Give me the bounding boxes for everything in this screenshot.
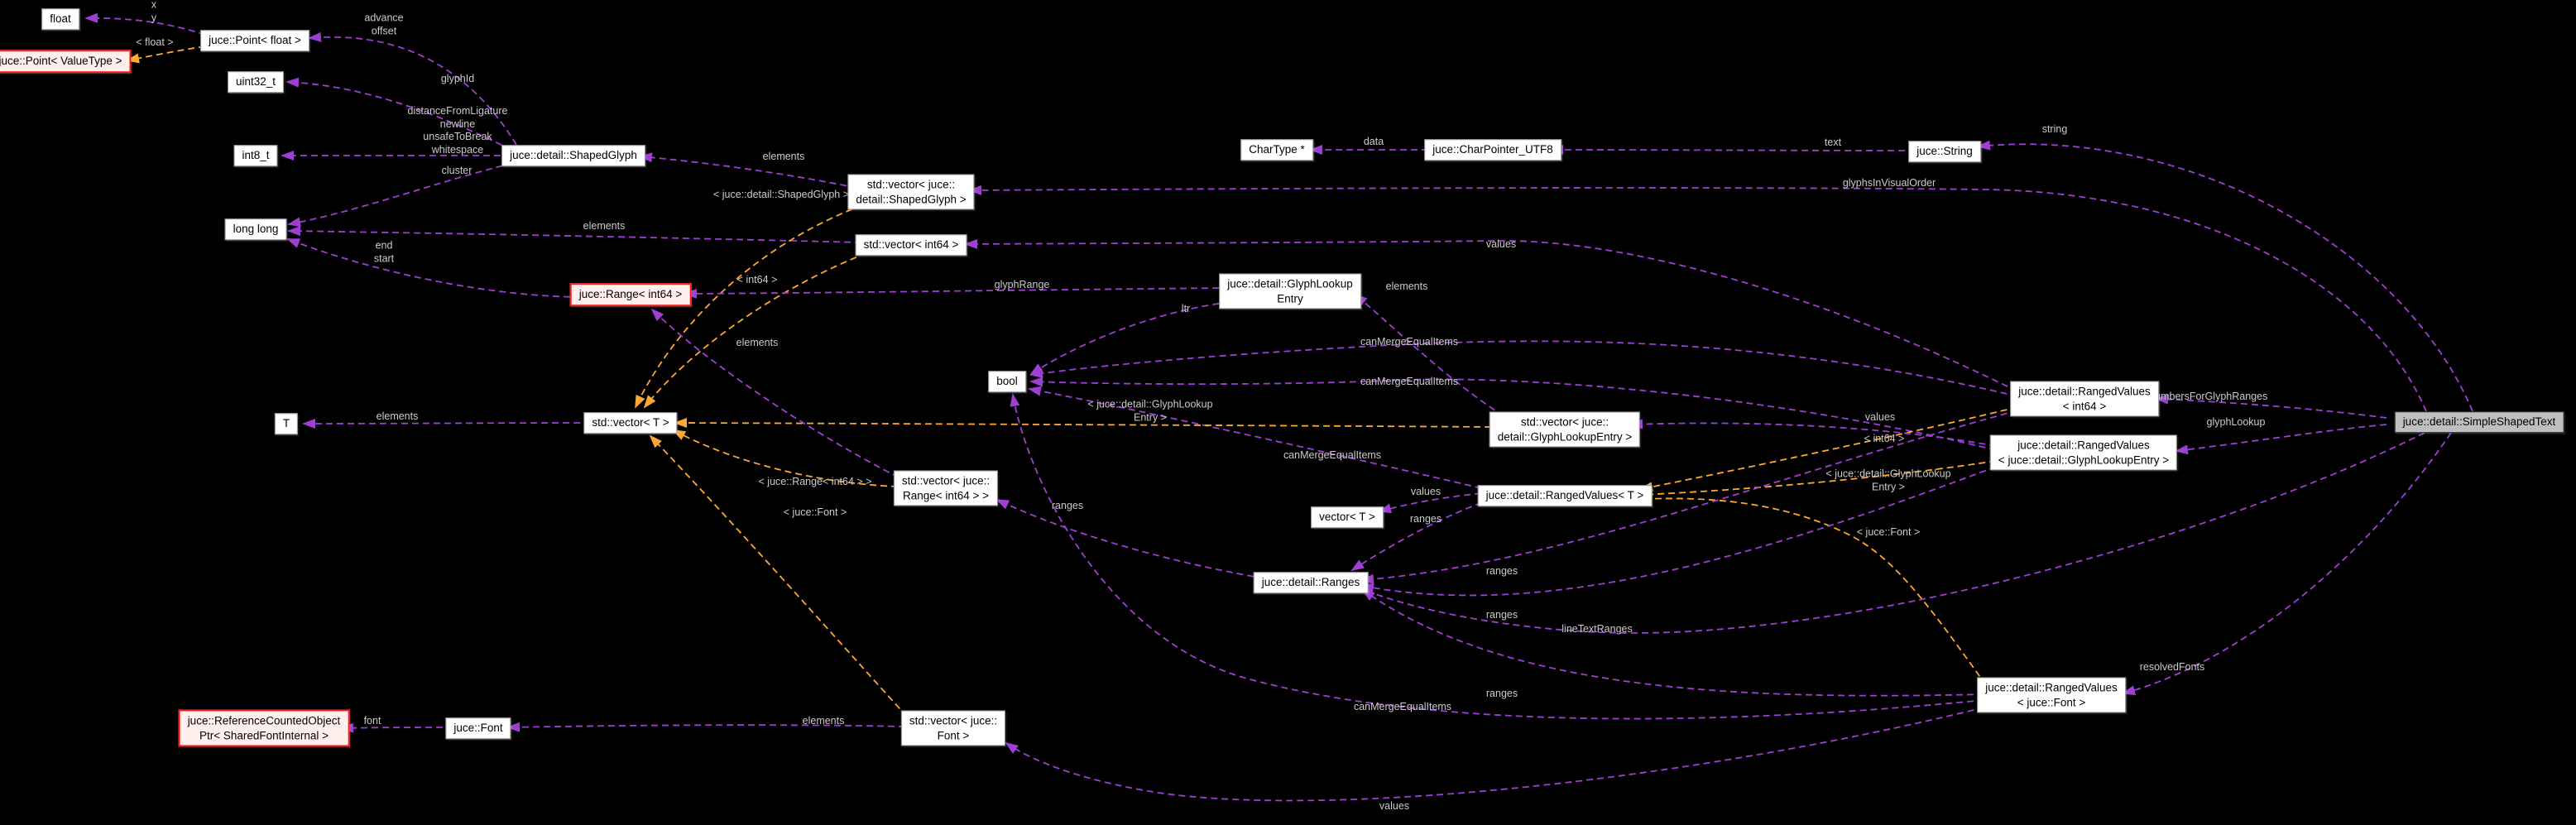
edge-string-to-charpointerutf8-text: [1550, 145, 1916, 156]
node-std-vector-t[interactable]: std::vector< T >: [583, 412, 678, 434]
edge-simpleshapedtext-to-string: [1977, 140, 2473, 412]
edge-rangeint64-to-longlong-end-start: [286, 238, 582, 298]
node-point-valuetype[interactable]: juce::Point< ValueType >: [0, 50, 132, 73]
edge-rangedvaluesint64-to-vectorint64-values: [964, 238, 2018, 392]
edge-glyphlookupentry-to-rangeint64-glyphrange: [684, 287, 1230, 299]
node-rangedvalues-t[interactable]: juce::detail::RangedValues< T >: [1477, 485, 1653, 506]
node-point-float[interactable]: juce::Point< float >: [200, 30, 309, 51]
edge-rangedvaluesfont-to-rangedvaluest: [1614, 495, 1987, 686]
edge-rangedvaluest-to-bool-canmerge: [1028, 386, 1493, 492]
edge-shapedglyph-to-point-float-advance-offset: [308, 31, 517, 146]
edge-rangedvaluesfont-to-ranges: [1361, 588, 1985, 697]
node-rangedvalues-glyphlookupentry[interactable]: juce::detail::RangedValues < juce::detai…: [1989, 434, 2178, 471]
node-chartype-ptr[interactable]: CharType *: [1240, 139, 1313, 161]
edge-glyphlookupentry-to-bool-ltr: [1029, 301, 1230, 376]
edge-rangedvaluesgle-to-vectorglyphlookupentry-values: [1629, 419, 1997, 447]
node-uint32-t[interactable]: uint32_t: [227, 71, 285, 93]
edge-simpleshapedtext-to-rangedvaluesfont-resolvedfonts: [2122, 432, 2452, 696]
node-simpleshapedtext: juce::detail::SimpleShapedText: [2394, 411, 2564, 433]
edge-vectorshapedglyph-to-stdvectort: [635, 204, 863, 409]
edge-shapedglyph-to-longlong-cluster: [287, 162, 514, 228]
edge-font-to-refcountedptr-font: [340, 722, 454, 733]
node-charpointer-utf8[interactable]: juce::CharPointer_UTF8: [1424, 139, 1561, 161]
edge-point-float-to-point-valuetype: [126, 46, 206, 64]
edge-vectorint64-to-longlong-elements: [287, 226, 862, 243]
edge-rangedvaluesgle-to-bool-canmerge: [1029, 377, 1997, 451]
edge-simpleshapedtext-to-rangedvaluesgle-glyphlookup: [2175, 424, 2387, 455]
edge-rangedvaluesint64-to-rangedvaluest: [1639, 406, 2018, 492]
node-vector-t-small[interactable]: vector< T >: [1311, 506, 1384, 528]
edge-stdvectort-to-t-elements: [302, 418, 592, 429]
edge-vectorfont-to-font-elements: [506, 722, 906, 732]
edge-rangedvaluest-to-vectort-values: [1378, 492, 1493, 514]
node-vector-shapedglyph[interactable]: std::vector< juce:: detail::ShapedGlyph …: [847, 174, 975, 210]
edge-simpleshapedtext-to-vectorshapedglyph-glyphsinvisualorder: [968, 185, 2427, 412]
edge-simpleshapedtext-to-rangedvaluesint64-linenumbers: [2155, 394, 2387, 419]
node-glyphlookup-entry[interactable]: juce::detail::GlyphLookup Entry: [1219, 273, 1361, 309]
node-juce-string[interactable]: juce::String: [1908, 141, 1981, 162]
node-juce-font[interactable]: juce::Font: [445, 717, 511, 739]
edge-rangedvaluesint64-to-ranges: [1360, 410, 2018, 584]
edge-vectorglyphlookupentry-to-glyphlookupentry-elements: [1354, 293, 1504, 417]
node-long-long[interactable]: long long: [224, 218, 287, 240]
node-shaped-glyph[interactable]: juce::detail::ShapedGlyph: [501, 145, 645, 166]
node-range-int64[interactable]: juce::Range< int64 >: [569, 283, 692, 306]
node-refcountedobjectptr[interactable]: juce::ReferenceCountedObject Ptr< Shared…: [178, 709, 350, 747]
node-t[interactable]: T: [274, 413, 299, 434]
edge-vectorrangeint64-to-rangeint64-elements: [650, 308, 899, 478]
edge-rangedvaluesfont-to-vectorfont-values: [1005, 707, 1985, 802]
edge-vectorrangeint64-to-stdvectort: [672, 429, 899, 487]
edge-vectorshapedglyph-to-shapedglyph-elements: [639, 152, 858, 189]
edge-vectorglyphlookupentry-to-stdvectort: [674, 418, 1503, 429]
node-int8-t[interactable]: int8_t: [233, 145, 278, 166]
edge-rangedvaluesfont-to-bool-canmerge: [1010, 393, 1985, 720]
node-bool[interactable]: bool: [988, 371, 1026, 392]
edge-vectorint64-to-stdvectort: [643, 252, 867, 409]
node-vector-range-int64[interactable]: std::vector< juce:: Range< int64 > >: [893, 470, 999, 506]
edge-point-float-to-float-xy: [84, 12, 206, 36]
node-vector-int64[interactable]: std::vector< int64 >: [855, 234, 967, 256]
node-ranges[interactable]: juce::detail::Ranges: [1253, 572, 1369, 593]
edge-vectorfont-to-stdvectort: [649, 434, 908, 717]
node-vector-font[interactable]: std::vector< juce:: Font >: [900, 710, 1006, 746]
edge-shapedglyph-to-uint32t-glyphid: [285, 77, 512, 151]
edges-group: [84, 12, 2473, 802]
node-float[interactable]: float: [41, 8, 79, 30]
edge-rangedvaluesint64-to-bool-canmerge: [1029, 340, 2018, 397]
edge-ranges-to-vectorrangeint64-ranges: [995, 499, 1265, 579]
edge-rangedvaluesgle-to-rangedvaluest: [1639, 460, 1997, 500]
edge-rangedvaluest-to-ranges: [1350, 498, 1493, 572]
edge-rangedvaluesgle-to-ranges: [1360, 466, 1997, 597]
edge-simpleshapedtext-to-ranges-linetextranges: [1359, 432, 2425, 634]
node-vector-glyphlookupentry[interactable]: std::vector< juce:: detail::GlyphLookupE…: [1489, 411, 1641, 448]
node-rangedvalues-int64[interactable]: juce::detail::RangedValues < int64 >: [2010, 381, 2159, 417]
node-rangedvalues-font[interactable]: juce::detail::RangedValues < juce::Font …: [1977, 677, 2126, 713]
